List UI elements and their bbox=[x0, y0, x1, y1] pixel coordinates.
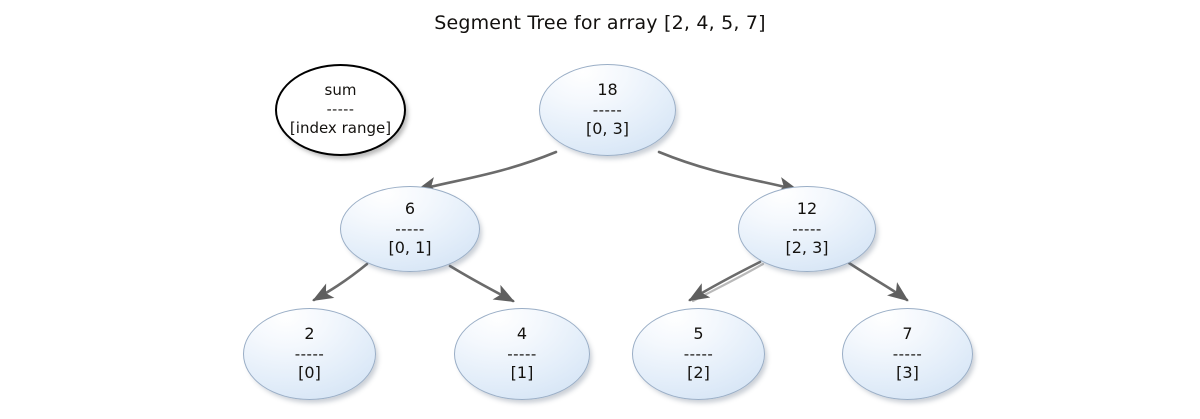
tree-node-leaf3[interactable]: 7 ----- [3] bbox=[842, 308, 973, 400]
tree-node-right[interactable]: 12 ----- [2, 3] bbox=[738, 186, 876, 272]
node-range: [0, 3] bbox=[585, 119, 629, 139]
node-range: [0] bbox=[298, 363, 321, 383]
tree-node-root[interactable]: 18 ----- [0, 3] bbox=[539, 64, 676, 156]
node-range: [2, 3] bbox=[785, 238, 829, 258]
edge-root-to-right bbox=[657, 150, 800, 194]
node-separator: ----- bbox=[683, 344, 714, 363]
node-separator: ----- bbox=[395, 219, 425, 238]
node-separator: ----- bbox=[507, 344, 537, 363]
node-range: [1] bbox=[510, 363, 534, 383]
node-value: 6 bbox=[404, 198, 416, 218]
node-separator: ----- bbox=[792, 219, 822, 238]
node-separator: ----- bbox=[294, 344, 325, 363]
node-range: [3] bbox=[896, 363, 919, 383]
node-range: [2] bbox=[687, 363, 710, 383]
edge-right-to-leaf2-shadow bbox=[691, 262, 765, 303]
tree-node-left[interactable]: 6 ----- [0, 1] bbox=[340, 186, 480, 272]
legend-range: [index range] bbox=[289, 118, 392, 137]
node-value: 2 bbox=[304, 323, 315, 343]
tree-node-leaf1[interactable]: 4 ----- [1] bbox=[454, 308, 590, 400]
node-range: [0, 1] bbox=[388, 238, 432, 258]
edge-right-to-leaf2 bbox=[688, 260, 762, 302]
legend-node: sum ----- [index range] bbox=[275, 64, 406, 156]
edge-right-to-leaf3 bbox=[847, 261, 909, 302]
node-value: 12 bbox=[796, 198, 818, 218]
node-value: 18 bbox=[597, 79, 618, 99]
legend-separator: ----- bbox=[326, 102, 355, 119]
page-title: Segment Tree for array [2, 4, 5, 7] bbox=[434, 12, 766, 34]
node-value: 4 bbox=[516, 323, 528, 343]
legend-value: sum bbox=[324, 81, 357, 100]
node-value: 5 bbox=[693, 323, 704, 343]
node-separator: ----- bbox=[592, 100, 623, 119]
edge-root-to-left bbox=[415, 150, 558, 194]
edge-left-to-leaf0 bbox=[312, 262, 369, 302]
node-separator: ----- bbox=[892, 344, 923, 363]
tree-node-leaf0[interactable]: 2 ----- [0] bbox=[243, 308, 376, 400]
node-value: 7 bbox=[902, 323, 913, 343]
tree-node-leaf2[interactable]: 5 ----- [2] bbox=[632, 308, 765, 400]
edge-left-to-leaf1 bbox=[448, 264, 515, 303]
